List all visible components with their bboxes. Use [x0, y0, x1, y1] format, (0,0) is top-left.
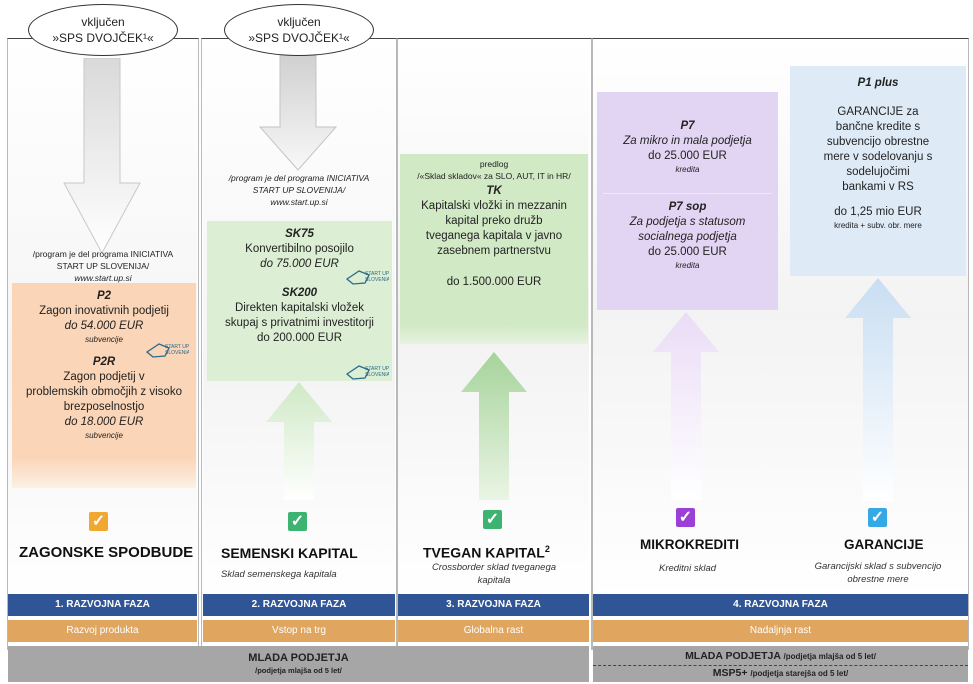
start-up-slovenia-logo: START UP SLOVENIA: [345, 270, 389, 285]
col2-subtitle: Sklad semenskega kapitala: [221, 569, 337, 580]
col4-subtitle: Kreditni sklad: [658, 563, 717, 574]
col1-title: ZAGONSKE SPODBUDE: [19, 544, 194, 561]
col5-subtitle: Garancijski sklad s subvencijo obrestne …: [814, 561, 942, 585]
col1-checkbox-icon: ✓: [89, 512, 108, 531]
col2-checkbox-icon: ✓: [288, 512, 307, 531]
svg-text:START UP: START UP: [365, 366, 389, 372]
col5-checkbox-icon: ✓: [868, 508, 887, 527]
col1-p2-box: P2 Zagon inovativnih podjetij do 54.000 …: [12, 283, 196, 488]
col5-guarantee-box: P1 plus GARANCIJE za bančne kredite s su…: [790, 66, 966, 276]
col2-sk-box: SK75 Konvertibilno posojilo do 75.000 EU…: [207, 221, 392, 381]
col4-microcredit-box: P7 Za mikro in mala podjetja do 25.000 E…: [597, 92, 778, 310]
col2-program-note: /program je del programa INICIATIVA STAR…: [228, 173, 370, 207]
phase-4-band: 4. RAZVOJNA FAZA: [593, 594, 968, 616]
col1-sps-tag: vključen »SPS DVOJČEK¹«: [28, 4, 178, 56]
col2-sps-tag: vključen »SPS DVOJČEK¹«: [224, 4, 374, 56]
young-companies-left-bar: MLADA PODJETJA /podjetja mlajša od 5 let…: [8, 646, 589, 682]
col4-up-arrow: [653, 312, 719, 500]
col3-subtitle: Crossborder sklad tveganega kapitala: [431, 562, 557, 586]
col2-up-arrow: [266, 382, 332, 500]
young-companies-right-bar: MLADA PODJETJA /podjetja mlajša od 5 let…: [593, 646, 968, 682]
col1-program-note: /program je del programa INICIATIVA STAR…: [32, 249, 174, 283]
start-up-slovenia-logo: START UP SLOVENIA: [345, 365, 389, 380]
svg-text:SLOVENIA: SLOVENIA: [165, 350, 189, 356]
stage-4-band: Nadaljnja rast: [593, 620, 968, 642]
col2-down-arrow: [258, 55, 338, 171]
col3-up-arrow: [461, 352, 527, 500]
col3-frame: [397, 38, 592, 650]
stage-2-band: Vstop na trg: [203, 620, 395, 642]
stage-3-band: Globalna rast: [398, 620, 589, 642]
col2-title: SEMENSKI KAPITAL: [221, 545, 358, 561]
col3-checkbox-icon: ✓: [483, 510, 502, 529]
svg-text:SLOVENIA: SLOVENIA: [365, 277, 389, 283]
svg-text:START UP: START UP: [365, 271, 389, 277]
col4-checkbox-icon: ✓: [676, 508, 695, 527]
col3-title: TVEGAN KAPITAL2: [423, 544, 550, 561]
phase-2-band: 2. RAZVOJNA FAZA: [203, 594, 395, 616]
start-up-slovenia-logo: START UP SLOVENIA: [145, 343, 189, 358]
col5-title: GARANCIJE: [844, 537, 924, 552]
svg-text:SLOVENIA: SLOVENIA: [365, 372, 389, 378]
col45-frame: [592, 38, 969, 650]
phase-1-band: 1. RAZVOJNA FAZA: [8, 594, 197, 616]
col5-up-arrow: [845, 278, 911, 501]
col4-title: MIKROKREDITI: [640, 537, 739, 552]
col1-down-arrow: [63, 58, 141, 255]
col3-proposal-box: predlog /«Sklad skladov« za SLO, AUT, IT…: [400, 154, 588, 344]
phase-3-band: 3. RAZVOJNA FAZA: [398, 594, 589, 616]
stage-1-band: Razvoj produkta: [8, 620, 197, 642]
svg-text:START UP: START UP: [165, 344, 189, 350]
